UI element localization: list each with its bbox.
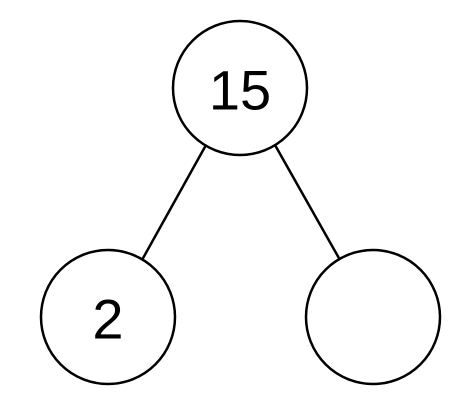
left-part-node: 2 — [39, 248, 177, 386]
whole-node-circle — [171, 19, 309, 157]
edge-whole-to-right-part — [273, 143, 342, 262]
right-part-node — [304, 248, 442, 386]
whole-node-label: 15 — [209, 59, 271, 122]
edge-whole-to-left-part — [140, 143, 208, 262]
left-part-node-label: 2 — [92, 288, 123, 351]
left-part-node-circle — [39, 248, 177, 386]
whole-node: 15 — [171, 19, 309, 157]
right-part-node-circle — [304, 248, 442, 386]
